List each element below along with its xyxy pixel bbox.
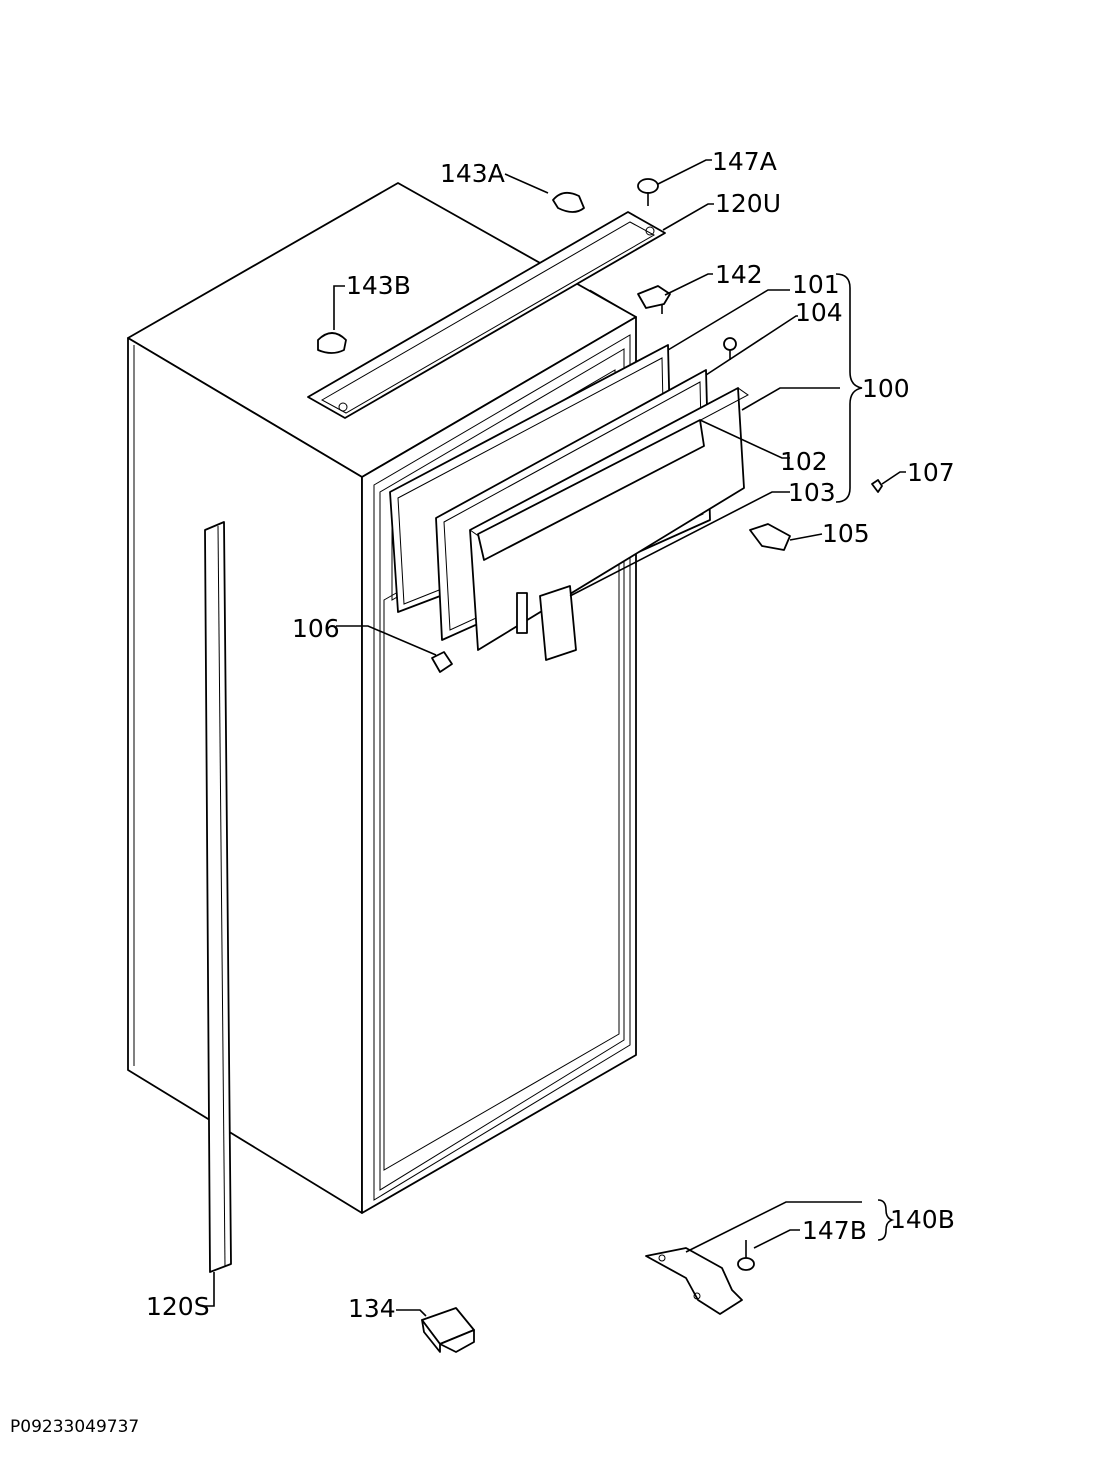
top-trim-hole-right: [645, 226, 655, 236]
hinge-cap-142: [637, 285, 671, 309]
label-147A: 147A: [712, 147, 777, 176]
leader-103: [569, 491, 790, 597]
leader-102: [699, 419, 790, 459]
top-trim-hole-left: [338, 402, 348, 412]
bracket-100: [835, 273, 863, 503]
top-trim-strip: [307, 211, 666, 419]
label-102: 102: [780, 447, 828, 476]
label-103: 103: [788, 478, 836, 507]
cabinet: [127, 182, 637, 1214]
leader-142: [664, 273, 713, 296]
leader-104: [705, 315, 798, 376]
leader-105: [789, 533, 823, 541]
part-147A: [637, 159, 712, 206]
handle-body: [477, 419, 705, 561]
part-106: [336, 625, 453, 673]
leader-147A: [657, 159, 712, 185]
label-142: 142: [715, 260, 763, 289]
label-107: 107: [907, 458, 955, 487]
leader-143B: [333, 285, 345, 330]
leader-140B: [685, 1201, 862, 1253]
label-140B: 140B: [890, 1205, 955, 1234]
hinge-hole-1: [658, 1254, 666, 1262]
part-134: [396, 1307, 475, 1353]
screw-head-147B: [737, 1257, 755, 1271]
pin-105: [749, 523, 791, 551]
block-134-side: [421, 1319, 441, 1353]
label-100: 100: [862, 374, 910, 403]
front-frame-mid: [379, 348, 625, 1191]
hinge-hole-2: [693, 1292, 701, 1300]
screw-head-147A: [637, 178, 659, 194]
top-ledge: [589, 289, 637, 318]
part-105: [749, 523, 823, 551]
label-120S: 120S: [146, 1292, 210, 1321]
label-101: 101: [792, 270, 840, 299]
label-143B: 143B: [346, 271, 411, 300]
door-panel-top-edge: [469, 387, 749, 538]
cover-103-body: [539, 585, 577, 661]
label-147B: 147B: [802, 1216, 867, 1245]
part-107: [871, 471, 906, 493]
cap-143A: [552, 191, 585, 213]
leader-120S: [202, 1272, 215, 1307]
cover-103: [539, 491, 790, 661]
label-106: 106: [292, 614, 340, 643]
screw-104: [723, 337, 737, 360]
plug-106: [431, 651, 453, 673]
top-trim-slot: [320, 221, 656, 414]
cabinet-side: [127, 337, 363, 1214]
side-trim-120S: [202, 521, 232, 1307]
leader-101: [667, 289, 790, 351]
block-134-front: [439, 1329, 475, 1353]
label-143A: 143A: [440, 159, 505, 188]
part-142: [637, 273, 713, 314]
diagram-code: P09233049737: [10, 1417, 139, 1437]
clip-107: [871, 479, 883, 493]
hinge-assembly-140B: [645, 1199, 895, 1315]
side-trim-strip: [204, 521, 232, 1273]
door-hinge-body: [516, 592, 528, 634]
leader-106: [336, 625, 437, 656]
bottom-hinge-plate: [645, 1247, 743, 1315]
cap-143B: [317, 332, 347, 354]
part-143A: [504, 173, 585, 213]
brace-100: [835, 273, 863, 503]
label-134: 134: [348, 1294, 396, 1323]
leader-120U: [662, 203, 714, 231]
leader-143A: [504, 173, 549, 194]
part-143B: [317, 285, 347, 354]
brace-140B: [877, 1199, 895, 1241]
door-hinge: [516, 592, 528, 634]
leader-147B: [753, 1229, 800, 1249]
front-frame-outer: [373, 334, 631, 1201]
top-trim-120U: [307, 203, 714, 419]
label-105: 105: [822, 519, 870, 548]
handle-102: [477, 419, 790, 561]
label-120U: 120U: [715, 189, 781, 218]
label-104: 104: [795, 298, 843, 327]
side-trim-groove: [217, 525, 226, 1268]
leader-107: [881, 471, 906, 485]
leader-100-top: [741, 387, 840, 411]
screw-104-head: [723, 337, 737, 351]
leader-134: [396, 1309, 427, 1317]
